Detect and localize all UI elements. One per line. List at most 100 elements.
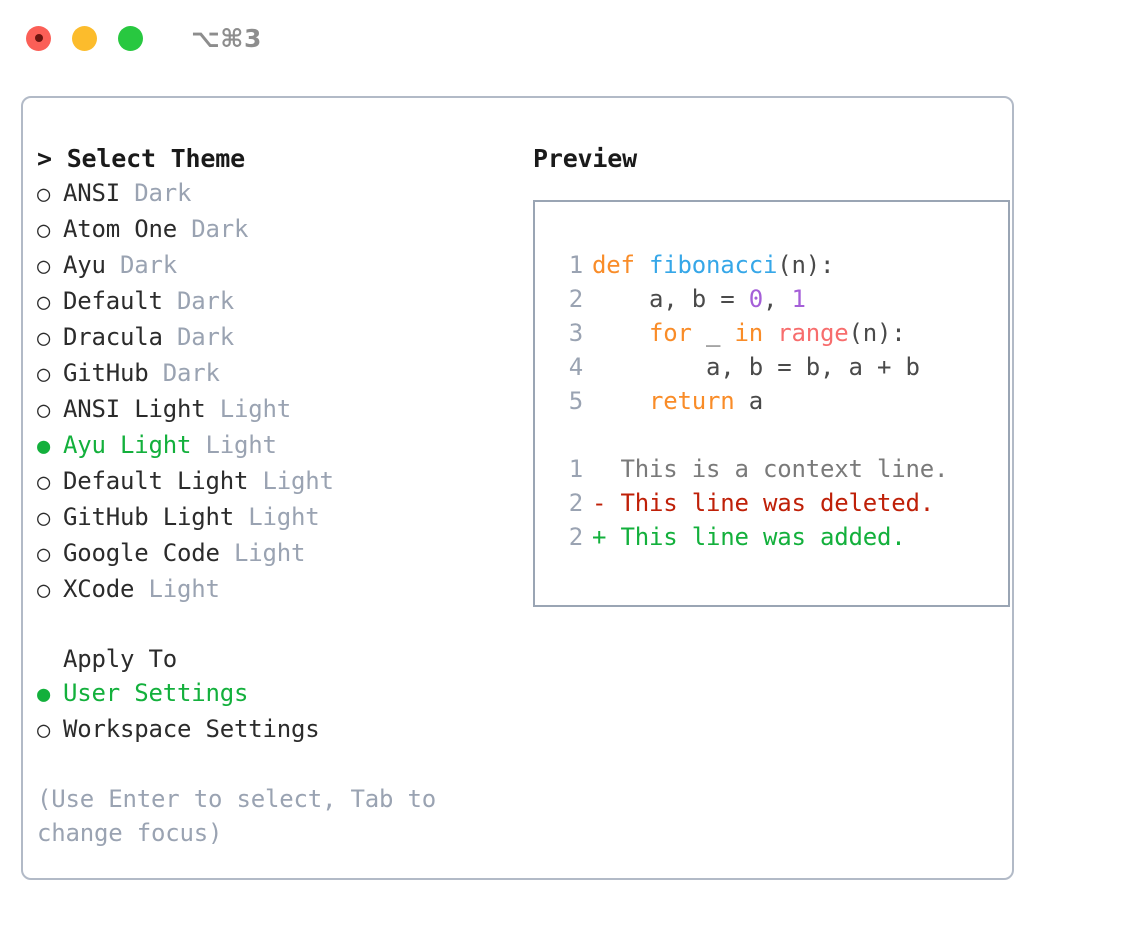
theme-option-atom-one[interactable]: ○ Atom One Dark xyxy=(37,212,507,248)
close-icon-dot xyxy=(34,34,43,42)
theme-option-label: Dracula xyxy=(63,323,163,351)
code-line-content: a, b = b, a + b xyxy=(592,350,920,384)
theme-variant-badge: Dark xyxy=(134,179,192,207)
diff-line-text: This line was deleted. xyxy=(620,489,935,517)
code-line: 2 a, b = 0, 1 xyxy=(553,282,1008,316)
apply-to-option-user-settings[interactable]: ● User Settings xyxy=(37,676,507,712)
theme-variant-badge: Light xyxy=(262,467,334,495)
theme-option-label: ANSI xyxy=(63,179,120,207)
code-token-num: 1 xyxy=(791,285,806,313)
diff-line-text: This line was added. xyxy=(620,523,906,551)
radio-unselected-icon: ○ xyxy=(37,254,51,279)
line-number: 1 xyxy=(568,455,583,483)
theme-option-ansi[interactable]: ○ ANSI Dark xyxy=(37,176,507,212)
diff-line-add: 2 + This line was added. xyxy=(553,520,1008,554)
code-token-fn: fibonacci xyxy=(649,251,778,279)
theme-option-google-code[interactable]: ○ Google Code Light xyxy=(37,536,507,572)
line-number: 4 xyxy=(568,353,583,381)
theme-option-label: Ayu Light xyxy=(63,431,192,459)
code-token-txt: (n): xyxy=(777,251,835,279)
radio-unselected-icon: ○ xyxy=(37,542,51,567)
line-number: 3 xyxy=(568,319,583,347)
theme-variant-badge: Dark xyxy=(177,287,234,315)
diff-sample-block: 1 This is a context line. 2- This line wa… xyxy=(553,452,1008,554)
apply-to-option-workspace-settings[interactable]: ○Workspace Settings xyxy=(37,712,507,748)
theme-option-ayu-light[interactable]: ● Ayu Light Light xyxy=(37,428,507,464)
theme-picker-column: > Select Theme ○ANSI Dark○Atom One Dark○… xyxy=(37,142,507,878)
theme-variant-badge: Dark xyxy=(191,215,249,243)
diff-marker xyxy=(592,452,621,486)
line-number: 1 xyxy=(568,251,583,279)
keyboard-hint-text: (Use Enter to select, Tab to change focu… xyxy=(37,785,436,847)
maximize-icon[interactable] xyxy=(118,25,143,51)
theme-variant-badge: Light xyxy=(248,503,320,531)
diff-marker: + xyxy=(592,523,621,551)
keyboard-shortcut-label: ⌥⌘3 xyxy=(191,23,262,53)
diff-marker: - xyxy=(592,489,621,517)
code-line: 3 for _ in range(n): xyxy=(553,316,1008,350)
theme-option-ansi-light[interactable]: ○ANSI Light Light xyxy=(37,392,507,428)
apply-to-option-label: Workspace Settings xyxy=(63,715,320,743)
theme-option-label: Google Code xyxy=(63,539,220,567)
code-token-kw: for xyxy=(649,319,692,347)
code-token-txt: a, b = b, a + b xyxy=(592,353,920,381)
code-token-num: 0 xyxy=(748,285,763,313)
code-token-txt xyxy=(592,319,649,347)
theme-variant-badge: Light xyxy=(219,395,291,423)
radio-unselected-icon: ○ xyxy=(37,218,51,243)
radio-unselected-icon: ○ xyxy=(37,182,51,207)
code-token-kw: in xyxy=(734,319,764,347)
code-line: 4 a, b = b, a + b xyxy=(553,350,1008,384)
radio-unselected-icon: ○ xyxy=(37,362,51,387)
code-line-content: a, b = 0, 1 xyxy=(592,282,806,316)
code-line: 5 return a xyxy=(553,384,1008,418)
radio-unselected-icon: ○ xyxy=(37,398,51,423)
theme-option-xcode[interactable]: ○XCode Light xyxy=(37,572,507,608)
code-token-txt: a, b = xyxy=(592,285,749,313)
line-number: 5 xyxy=(568,387,583,415)
radio-unselected-icon: ○ xyxy=(37,290,51,315)
code-token-txt: a xyxy=(734,387,763,415)
line-number: 2 xyxy=(568,285,583,313)
theme-option-default[interactable]: ○Default Dark xyxy=(37,284,507,320)
preview-spacer xyxy=(553,418,1008,452)
theme-variant-badge: Light xyxy=(234,539,306,567)
theme-option-label: Atom One xyxy=(63,215,177,243)
theme-variant-badge: Light xyxy=(148,575,220,603)
code-token-txt xyxy=(592,387,649,415)
close-icon[interactable] xyxy=(26,25,51,51)
theme-variant-badge: Dark xyxy=(162,359,220,387)
traffic-lights xyxy=(26,25,143,51)
minimize-icon[interactable] xyxy=(72,25,97,51)
apply-to-option-label: User Settings xyxy=(63,679,249,707)
theme-option-label: Default Light xyxy=(63,467,249,495)
radio-selected-icon: ● xyxy=(37,434,51,459)
radio-unselected-icon: ○ xyxy=(37,506,51,531)
diff-line-text: This is a context line. xyxy=(620,455,949,483)
theme-option-label: GitHub xyxy=(63,359,149,387)
radio-unselected-icon: ○ xyxy=(37,470,51,495)
code-token-bi: range xyxy=(777,319,849,347)
apply-to-option-list: ● User Settings ○Workspace Settings xyxy=(37,676,507,748)
line-number: 2 xyxy=(568,523,583,551)
theme-option-default-light[interactable]: ○ Default Light Light xyxy=(37,464,507,500)
theme-option-dracula[interactable]: ○Dracula Dark xyxy=(37,320,507,356)
code-token-txt: (n): xyxy=(848,319,906,347)
theme-variant-badge: Light xyxy=(205,431,277,459)
theme-option-github-light[interactable]: ○GitHub Light Light xyxy=(37,500,507,536)
theme-option-list: ○ANSI Dark○Atom One Dark○Ayu Dark○Defaul… xyxy=(37,176,507,608)
code-token-txt xyxy=(635,251,649,279)
radio-selected-icon: ● xyxy=(37,682,51,707)
theme-option-ayu[interactable]: ○Ayu Dark xyxy=(37,248,507,284)
title-bar: ⌥⌘3 xyxy=(0,0,1140,76)
preview-title: Preview xyxy=(533,144,637,173)
theme-option-github[interactable]: ○ GitHub Dark xyxy=(37,356,507,392)
code-token-txt xyxy=(763,319,777,347)
code-line-content: for _ in range(n): xyxy=(592,316,906,350)
radio-unselected-icon: ○ xyxy=(37,578,51,603)
radio-unselected-icon: ○ xyxy=(37,326,51,351)
